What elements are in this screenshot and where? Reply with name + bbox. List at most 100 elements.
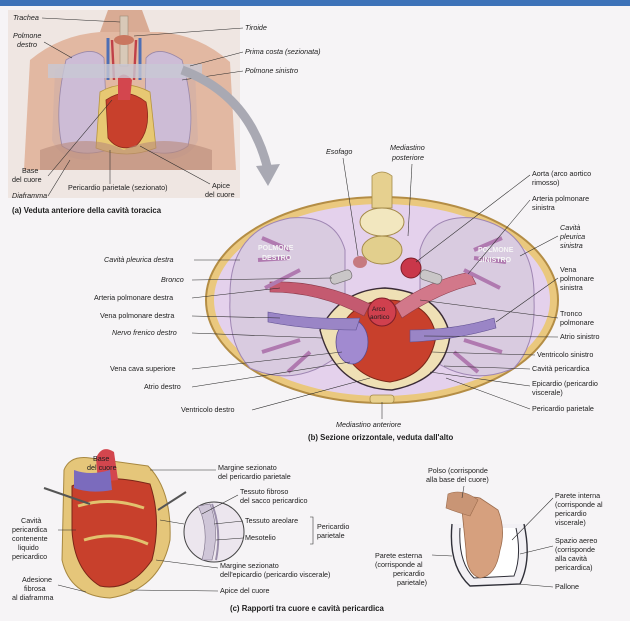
label-atrio-destro: Atrio destro <box>144 382 181 391</box>
label-trachea: Trachea <box>13 13 39 22</box>
label-polmone-destro-b2: DESTRO <box>262 255 292 262</box>
label-vena-polmonare-sinistra-2: polmonare <box>560 274 594 283</box>
leader-parete-esterna <box>432 555 452 556</box>
label-parete-interna-1: Parete interna <box>555 491 600 500</box>
label-spazio-aereo-4: pericardica) <box>555 563 593 572</box>
label-mediastino-posteriore-1: Mediastino <box>390 143 425 152</box>
label-parete-interna-2: (corrisponde al <box>555 500 603 509</box>
panel-c: Base del cuore Cavità pericardica conten… <box>12 449 603 613</box>
label-atrio-sinistro: Atrio sinistro <box>560 332 600 341</box>
vertebra <box>360 208 404 236</box>
label-polso-2: alla base del cuore) <box>426 475 489 484</box>
esophagus <box>353 256 367 268</box>
heart-c <box>72 478 157 586</box>
label-mesotelio: Mesotelio <box>245 533 276 542</box>
label-parete-esterna-1: Parete esterna <box>375 551 422 560</box>
label-tessuto-fibroso-1: Tessuto fibroso <box>240 487 288 496</box>
label-margine-pericardio-1: Margine sezionato <box>218 463 277 472</box>
label-margine-pericardio-2: del pericardio parietale <box>218 472 291 481</box>
label-cavita-pleurica-destra: Cavità pleurica destra <box>104 255 174 264</box>
label-spazio-aereo-2: (corrisponde <box>555 545 595 554</box>
sternum <box>370 395 394 403</box>
label-parete-esterna-2: (corrisponde al <box>375 560 423 569</box>
label-cavita-pleurica-sinistra-1: Cavità <box>560 223 580 232</box>
label-cavita-pleurica-sinistra-2: pleurica <box>559 232 585 241</box>
label-mediastino-anteriore: Mediastino anteriore <box>336 420 401 429</box>
label-arco-aortico-1: Arco <box>372 306 386 313</box>
label-base-cuore-c2: del cuore <box>87 463 117 472</box>
bracket-pericardio-parietale <box>310 517 313 544</box>
label-ventricolo-destro: Ventricolo destro <box>181 405 235 414</box>
label-tiroide: Tiroide <box>245 23 267 32</box>
label-adesione-fibrosa-2: fibrosa <box>24 584 46 593</box>
leader-pallone <box>518 584 553 587</box>
label-tronco-polmonare-2: polmonare <box>560 318 594 327</box>
label-tronco-polmonare-1: Tronco <box>560 309 582 318</box>
label-polmone-sinistro-b2: SINISTRO <box>478 257 512 264</box>
aortic-arch <box>118 74 132 100</box>
label-spazio-aereo-3: alla cavità <box>555 554 587 563</box>
label-vena-polmonare-destra: Vena polmonare destra <box>100 311 174 320</box>
arrow-head <box>256 164 280 186</box>
label-bronco: Bronco <box>161 275 184 284</box>
label-margine-epicardio-1: Margine sezionato <box>220 561 279 570</box>
label-polso-1: Polso (corrisponde <box>428 466 488 475</box>
label-spazio-aereo-1: Spazio aereo <box>555 536 597 545</box>
label-mediastino-posteriore-2: posteriore <box>391 153 424 162</box>
label-apice-cuore-2: del cuore <box>205 190 235 199</box>
label-base-cuore-2: del cuore <box>12 175 42 184</box>
heart <box>106 93 148 147</box>
label-aorta-1: Aorta (arco aortico <box>532 169 591 178</box>
label-cavita-pericardica-c5: pericardico <box>12 552 47 561</box>
label-tessuto-areolare: Tessuto areolare <box>245 516 298 525</box>
first-rib-band <box>48 64 202 78</box>
label-polmone-destro-2: destro <box>17 40 37 49</box>
vertebral-body <box>362 236 402 264</box>
label-pallone: Pallone <box>555 582 579 591</box>
label-arco-aortico-2: aortico <box>370 314 390 321</box>
leader-apice-cuore-c <box>130 590 218 591</box>
label-cavita-pericardica-c3: contenente <box>12 534 48 543</box>
label-pericardio-parietale-a: Pericardio parietale (sezionato) <box>68 183 167 192</box>
caption-panel-a: (a) Veduta anteriore della cavità toraci… <box>12 206 162 215</box>
label-diaframma: Diaframma <box>12 191 47 200</box>
label-apice-cuore-c: Apice del cuore <box>220 586 270 595</box>
label-polmone-sinistro-b1: POLMONE <box>478 247 514 254</box>
label-nervo-frenico-destro: Nervo frenico destro <box>112 328 177 337</box>
label-adesione-fibrosa-3: al diaframma <box>12 593 54 602</box>
label-parete-interna-4: viscerale) <box>555 518 586 527</box>
label-arteria-polmonare-sinistra-1: Arteria polmonare <box>532 194 589 203</box>
label-epicardio-1: Epicardio (pericardio <box>532 379 598 388</box>
label-base-cuore-1: Base <box>22 166 38 175</box>
label-base-cuore-c1: Base <box>93 454 109 463</box>
label-parete-esterna-4: parietale) <box>397 578 427 587</box>
label-cavita-pericardica: Cavità pericardica <box>532 364 590 373</box>
panel-a: Trachea Polmone destro Tiroide Prima cos… <box>8 10 321 215</box>
label-polmone-destro-1: Polmone <box>13 31 41 40</box>
label-cavita-pericardica-c2: pericardica <box>12 525 47 534</box>
label-cavita-pericardica-c4: liquido <box>18 543 39 552</box>
thyroid <box>114 35 134 45</box>
label-prima-costa: Prima costa (sezionata) <box>245 47 321 56</box>
label-esofago: Esofago <box>326 147 352 156</box>
label-vena-cava-superiore: Vena cava superiore <box>110 364 176 373</box>
spinous-process <box>372 172 392 208</box>
label-pericardio-parietale-c1: Pericardio <box>317 522 349 531</box>
label-tessuto-fibroso-2: del sacco pericardico <box>240 496 308 505</box>
caption-panel-b: (b) Sezione orizzontale, veduta dall'alt… <box>308 433 453 442</box>
label-cavita-pleurica-sinistra-3: sinistra <box>560 241 583 250</box>
label-aorta-2: rimosso) <box>532 178 560 187</box>
label-pericardio-parietale-c2: parietale <box>317 531 345 540</box>
label-apice-cuore-1: Apice <box>212 181 230 190</box>
label-vena-polmonare-sinistra-3: sinistra <box>560 283 583 292</box>
label-margine-epicardio-2: dell'epicardio (pericardio viscerale) <box>220 570 330 579</box>
great-veins-c <box>74 470 112 492</box>
label-arteria-polmonare-sinistra-2: sinistra <box>532 203 555 212</box>
caption-panel-c: (c) Rapporti tra cuore e cavità pericard… <box>230 604 384 613</box>
descending-aorta <box>401 258 421 278</box>
label-arteria-polmonare-destra: Arteria polmonare destra <box>94 293 173 302</box>
label-polmone-destro-b1: POLMONE <box>258 245 294 252</box>
label-polmone-sinistro: Polmone sinistro <box>245 66 298 75</box>
label-pericardio-parietale-b: Pericardio parietale <box>532 404 594 413</box>
